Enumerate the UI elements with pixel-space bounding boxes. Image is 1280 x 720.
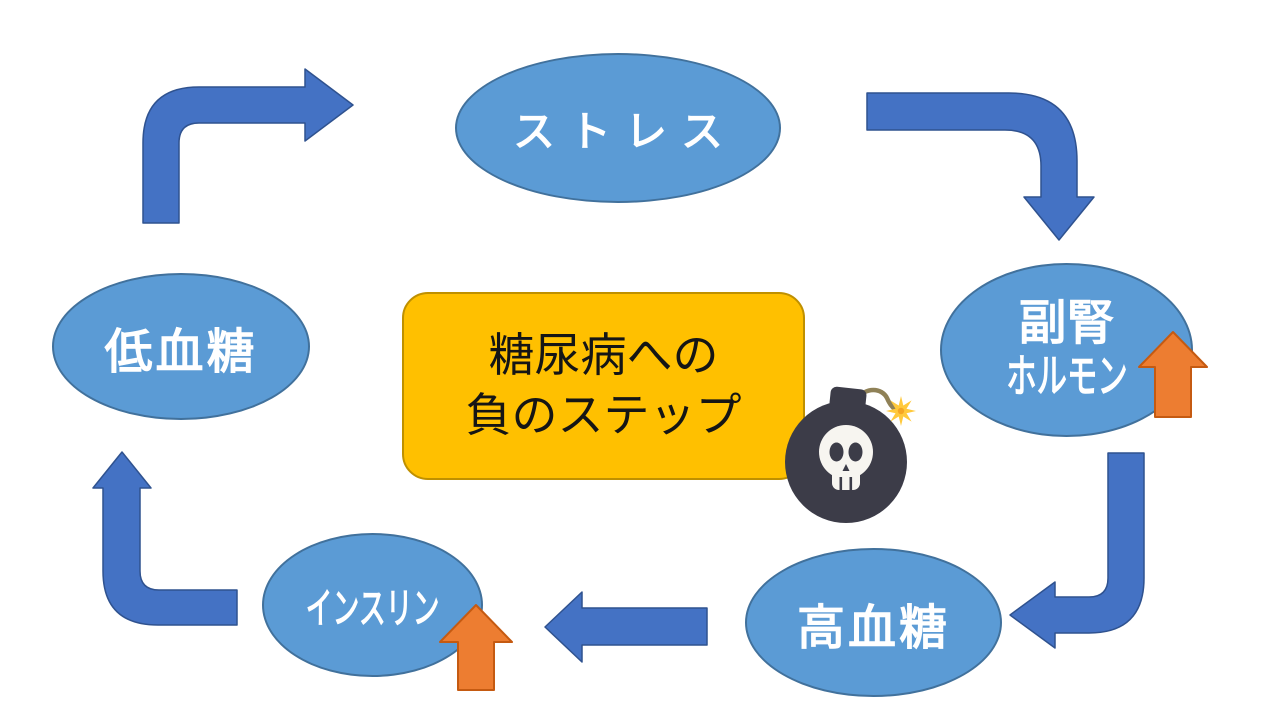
- bomb-fuse-icon: [853, 387, 900, 413]
- bomb-cap-icon: [829, 386, 867, 412]
- arrow-high-to-insulin-icon: [544, 591, 708, 663]
- node-high-blood-sugar: 高血糖: [745, 548, 1002, 697]
- spark-star-icon: [886, 396, 916, 426]
- node-low-blood-sugar-label: 低血糖: [104, 325, 258, 379]
- arrow-low-to-stress-icon: [142, 68, 354, 224]
- center-title-line1: 糖尿病への: [488, 329, 719, 382]
- node-adrenal-hormone: 副腎 ホルモン: [940, 263, 1193, 437]
- arrow-stress-to-adrenal-icon: [866, 92, 1095, 241]
- node-insulin-label: インスリン: [305, 584, 440, 632]
- node-adrenal-label-line2: ホルモン: [1005, 350, 1128, 403]
- arrow-adrenal-to-high-icon: [1009, 452, 1145, 649]
- node-high-blood-sugar-label: 高血糖: [796, 601, 950, 655]
- spark-core-icon: [897, 407, 905, 415]
- skull-icon: [819, 425, 873, 490]
- center-title-line2: 負のステップ: [465, 389, 742, 441]
- node-low-blood-sugar: 低血糖: [52, 273, 310, 420]
- node-adrenal-label-line1: 副腎: [1018, 297, 1115, 351]
- center-title-box: 糖尿病への 負のステップ: [402, 292, 805, 480]
- node-stress-label: ストレス: [512, 107, 737, 155]
- node-stress: ストレス: [455, 53, 781, 203]
- node-insulin: インスリン: [262, 533, 483, 677]
- arrow-insulin-to-low-icon: [92, 451, 238, 626]
